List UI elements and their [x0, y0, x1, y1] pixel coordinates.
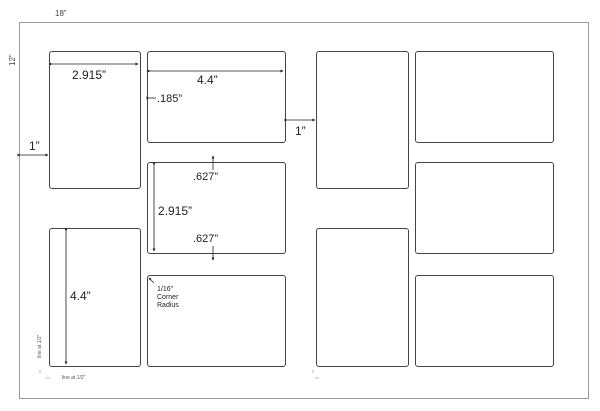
center-gap-text: 1”	[295, 124, 306, 138]
label-height-text: 4.4”	[70, 289, 91, 303]
corner-radius-note: 1/16” Corner Radius	[157, 286, 197, 310]
portrait-label-bottom-left	[49, 228, 141, 367]
corner-radius-word2: Radius	[157, 302, 179, 310]
landscape-width-text: 4.4”	[197, 73, 218, 87]
landscape-label-right-middle	[415, 162, 554, 254]
landscape-label-right-bottom	[415, 275, 554, 367]
landscape-label-top	[147, 51, 286, 143]
portrait-label-bottom-right	[316, 228, 409, 367]
portrait-label-top-left	[49, 51, 141, 189]
left-line-note: line at 1/2”	[37, 334, 43, 358]
left-margin-text: 1”	[29, 139, 40, 153]
corner-radius-word1: Corner	[157, 294, 179, 302]
corner-radius-pointer	[148, 277, 155, 284]
label-width-text: 2.915”	[72, 68, 107, 82]
landscape-label-right-top	[415, 51, 554, 143]
landscape-label-bottom	[147, 275, 286, 367]
sheet-width-label: 18”	[55, 9, 67, 18]
portrait-label-top-right	[316, 51, 409, 189]
sheet-outline	[19, 22, 589, 399]
row-gap-top-text: .627”	[193, 171, 219, 183]
landscape-label-middle	[147, 162, 286, 254]
corner-radius-value: 1/16”	[157, 286, 173, 293]
top-offset-text: .185”	[157, 93, 183, 105]
landscape-height-text: 2.915”	[158, 204, 193, 218]
row-gap-bottom-text: .627”	[193, 233, 219, 245]
bottom-line-note: line at 1/2”	[62, 375, 86, 381]
